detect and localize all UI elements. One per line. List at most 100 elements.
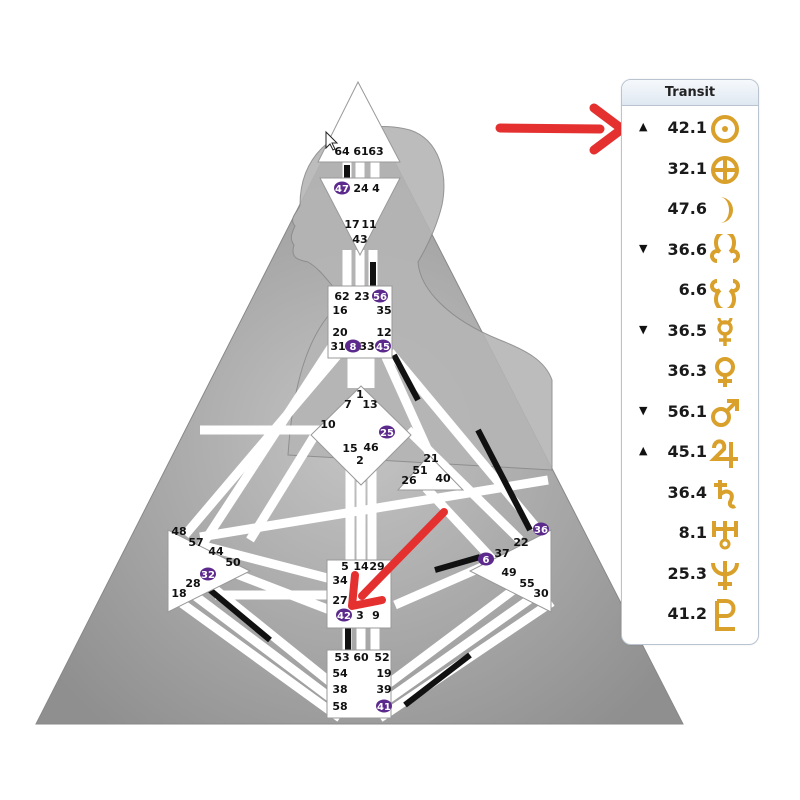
gate-29-label: 29 (369, 560, 384, 573)
transit-row: 36.3 (622, 351, 758, 392)
gate-27: 27 (332, 594, 347, 607)
gate-46: 46 (363, 441, 379, 454)
south-node-icon (708, 274, 742, 308)
gate-22: 22 (513, 536, 528, 549)
gate-8-activation (345, 339, 361, 353)
gate-2: 2 (356, 454, 364, 467)
channel-22 (198, 540, 337, 585)
gate-39-label: 39 (376, 683, 391, 696)
transit-gate-value: 42.1 (667, 118, 707, 137)
gate-56-label: 56 (373, 292, 387, 303)
gate-63: 63 (368, 145, 383, 158)
gate-22-label: 22 (513, 536, 528, 549)
gate-36: 36 (533, 522, 549, 536)
gate-23: 23 (354, 290, 369, 303)
gate-60-label: 60 (353, 651, 369, 664)
ajna-center (319, 177, 401, 257)
gate-25-activation (379, 425, 395, 439)
up-arrow-icon: ▲ (639, 444, 648, 457)
transit-gate-value: 41.2 (667, 604, 707, 623)
gate-14: 14 (353, 560, 369, 573)
gate-53: 53 (334, 651, 349, 664)
gate-54-label: 54 (332, 667, 348, 680)
gate-19-label: 19 (376, 667, 391, 680)
gate-41-label: 41 (377, 702, 391, 713)
transit-gate-value: 36.3 (667, 361, 707, 380)
channel-26 (203, 578, 343, 694)
gate-24: 24 (353, 182, 369, 195)
channel-30 (377, 588, 543, 709)
channel-15 (404, 426, 524, 544)
transit-row: 47.6 (622, 189, 758, 230)
gate-28-label: 28 (185, 577, 200, 590)
gate-64-label: 64 (334, 145, 350, 158)
gate-49: 49 (501, 566, 516, 579)
gate-15: 15 (342, 442, 357, 455)
gate-10-label: 10 (320, 418, 336, 431)
transit-gate-value: 45.1 (667, 442, 707, 461)
gate-9-label: 9 (372, 609, 380, 622)
gate-52: 52 (374, 651, 389, 664)
gate-60: 60 (353, 651, 369, 664)
gate-52-label: 52 (374, 651, 389, 664)
gate-64: 64 (334, 145, 350, 158)
gate-20: 20 (332, 326, 348, 339)
gate-27-label: 27 (332, 594, 347, 607)
gate-31: 31 (330, 340, 345, 353)
gate-38-label: 38 (332, 683, 347, 696)
mercury-icon (708, 315, 742, 349)
gate-61-label: 61 (353, 145, 368, 158)
ego-center (396, 454, 465, 491)
gate-24-label: 24 (353, 182, 369, 195)
gate-11: 11 (361, 218, 376, 231)
transit-gate-value: 36.4 (667, 482, 707, 502)
defined-segment-4 (208, 587, 272, 643)
gate-32-label: 32 (201, 570, 215, 581)
gate-55: 55 (519, 577, 534, 590)
gate-1: 1 (356, 388, 364, 401)
down-arrow-icon: ▼ (639, 403, 648, 417)
mars-icon (708, 396, 742, 430)
gate-21: 21 (423, 452, 438, 465)
down-arrow-icon: ▼ (639, 241, 648, 255)
pluto-icon (708, 598, 742, 632)
gate-50-label: 50 (225, 556, 241, 569)
gate-12-label: 12 (376, 326, 391, 339)
gate-43: 43 (352, 233, 367, 246)
centers (167, 80, 552, 719)
neptune-icon (708, 558, 742, 592)
gate-45-activation (375, 339, 391, 353)
north-node-icon (708, 233, 742, 268)
channel-21 (199, 475, 549, 542)
transit-gate-value: 47.6 (667, 199, 707, 218)
defined-segment-7 (403, 652, 472, 708)
gate-41-activation (376, 699, 392, 713)
gate-56: 56 (372, 289, 388, 303)
gate-38: 38 (332, 683, 347, 696)
gate-29: 29 (369, 560, 384, 573)
earth-icon (708, 153, 742, 187)
gate-48: 48 (171, 525, 186, 538)
transit-gate-value: 56.1 (667, 401, 707, 421)
gate-25: 25 (379, 425, 395, 439)
up-arrow-icon: ▲ (639, 120, 648, 133)
gate-18-label: 18 (171, 587, 186, 600)
gate-62-label: 62 (334, 290, 349, 303)
channel-14 (246, 427, 322, 543)
transit-row: ▲ 42.1 (622, 108, 758, 149)
gate-57: 57 (188, 536, 203, 549)
gate-42-activation (336, 608, 352, 622)
gate-6-label: 6 (483, 555, 490, 566)
gate-62: 62 (334, 290, 349, 303)
transit-row: ▲ 45.1 (622, 432, 758, 473)
gate-35-label: 35 (376, 304, 391, 317)
gate-33: 33 (359, 340, 374, 353)
gate-31-label: 31 (330, 340, 345, 353)
down-arrow-icon: ▼ (639, 322, 648, 336)
gate-34-label: 34 (332, 574, 348, 587)
transit-gate-value: 8.1 (678, 523, 707, 542)
transit-gate-value: 25.3 (667, 563, 707, 583)
